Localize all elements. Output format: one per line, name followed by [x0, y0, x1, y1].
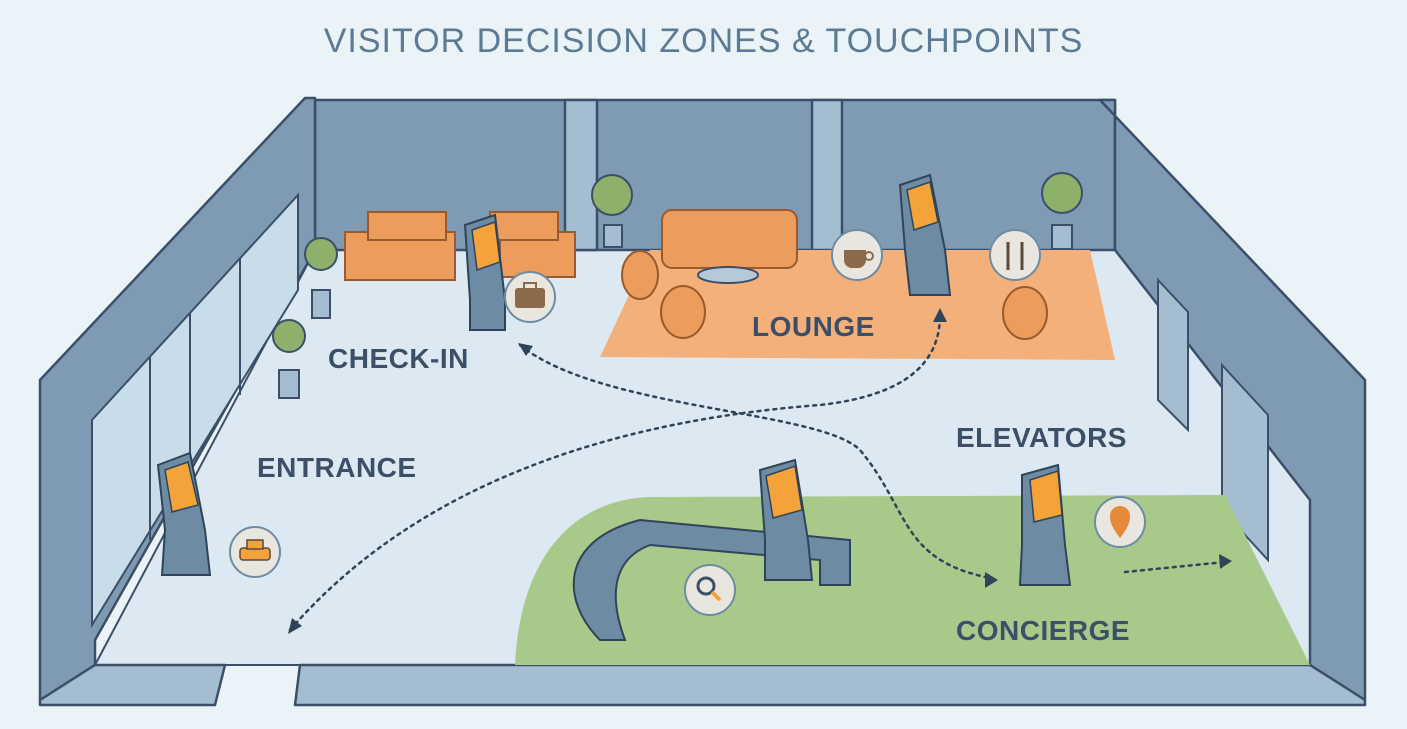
plant	[1041, 172, 1083, 250]
sofa	[661, 209, 798, 269]
diagram-title: VISITOR DECISION ZONES & TOUCHPOINTS	[323, 22, 1084, 60]
location-pin-icon	[1094, 496, 1146, 548]
armchair	[1002, 286, 1048, 340]
kiosk-lounge[interactable]	[898, 173, 952, 296]
front-ledge	[38, 663, 227, 707]
kiosk-concierge[interactable]	[758, 458, 814, 581]
zone-label-entrance: ENTRANCE	[257, 452, 417, 483]
plant	[304, 237, 338, 319]
fork-knife-icon	[989, 229, 1041, 281]
coffee-table	[697, 266, 759, 284]
visitor-path	[518, 343, 992, 580]
concierge-zone	[515, 495, 1310, 665]
arrowhead-icon	[288, 308, 1232, 634]
kiosk-check-in[interactable]	[463, 213, 506, 331]
zone-label-check-in: CHECK-IN	[328, 343, 469, 374]
elevator-door	[1157, 277, 1189, 433]
coffee-cup-icon	[831, 229, 883, 281]
zone-label-elevators: ELEVATORS	[956, 422, 1127, 453]
kiosk-entrance[interactable]	[156, 451, 212, 576]
visitor-path	[1123, 560, 1227, 574]
visitor-path	[288, 313, 942, 632]
check-in-counter	[489, 211, 559, 241]
taxi-icon	[229, 526, 281, 578]
plant	[272, 319, 306, 399]
zone-label-concierge: CONCIERGE	[956, 615, 1130, 646]
plant	[591, 174, 633, 248]
suitcase-icon	[504, 271, 556, 323]
magnifier-icon	[684, 564, 736, 616]
zone-label-lounge: LOUNGE	[752, 311, 875, 342]
front-ledge	[293, 663, 1367, 707]
pillar	[810, 98, 844, 252]
pillar	[563, 98, 599, 252]
elevator-door	[1221, 362, 1269, 563]
entrance-glass	[91, 192, 299, 629]
check-in-counter	[367, 211, 447, 241]
armchair	[621, 250, 659, 300]
armchair	[660, 285, 706, 339]
kiosk-elevators[interactable]	[1018, 463, 1072, 586]
